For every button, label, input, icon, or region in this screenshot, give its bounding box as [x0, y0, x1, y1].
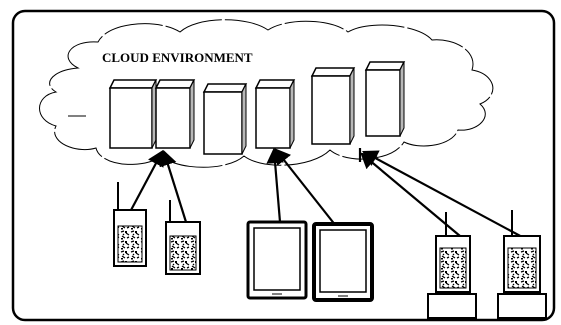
- tablet-2-icon: [312, 222, 374, 302]
- desktop-tower-2-icon: [497, 210, 547, 319]
- desktop-tower-1-icon: [427, 212, 477, 319]
- mobile-phone-2-icon: [165, 200, 201, 275]
- diagram-title: CLOUD ENVIRONMENT: [102, 50, 253, 65]
- server-6: [364, 61, 406, 137]
- arrow-tablet1-to-server: [266, 147, 284, 223]
- tablet-1-icon: [246, 220, 308, 300]
- mobile-phone-1-icon: [113, 182, 147, 267]
- connection-arrows: [129, 147, 525, 239]
- server-2: [154, 79, 196, 149]
- arrow-phone2-to-server: [159, 149, 188, 223]
- diagram-frame: [11, 9, 556, 322]
- arrow-desktop1-to-server: [360, 152, 461, 237]
- server-3: [202, 83, 248, 155]
- arrow-tablet2-to-server: [274, 148, 337, 227]
- arrow-desktop2-to-server: [362, 150, 525, 239]
- cloud-outline: [39, 19, 494, 168]
- arrow-phone1-to-server: [129, 150, 164, 213]
- server-1: [108, 79, 158, 149]
- server-4: [254, 79, 296, 149]
- server-5: [310, 67, 356, 145]
